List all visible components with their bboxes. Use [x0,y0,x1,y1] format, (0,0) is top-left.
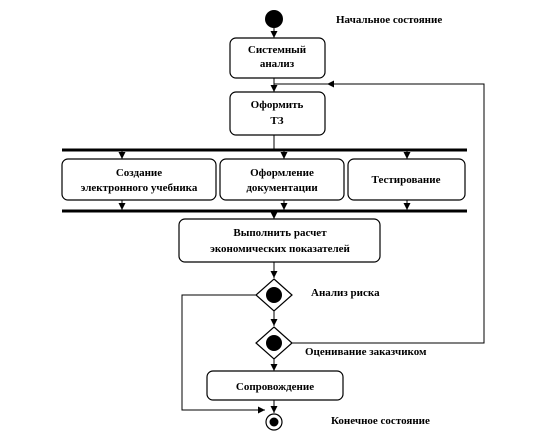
initial-state [265,10,283,28]
activity-testing: Тестирование [347,158,466,201]
label-risk: Анализ риска [311,287,380,299]
activity-economics-line1: Выполнить расчет [233,227,327,239]
flow-risk-to-end [181,294,265,414]
activity-testing-line1: Тестирование [372,174,441,186]
activity-tz-line2: ТЗ [270,115,283,127]
activity-textbook: Создание электронного учебника [61,158,217,201]
activity-documentation-line1: Оформление [250,167,314,179]
decision-risk [255,278,293,312]
label-customer: Оценивание заказчиком [305,346,427,358]
activity-system-analysis-line2: анализ [260,58,295,70]
final-state [265,413,283,431]
activity-textbook-line2: электронного учебника [81,182,198,194]
label-end: Конечное состояние [331,415,430,427]
activity-economics-line2: экономических показателей [210,243,350,255]
activity-support-line1: Сопровождение [236,381,314,393]
activity-support: Сопровождение [206,370,344,401]
activity-documentation: Оформление документации [219,158,345,201]
activity-system-analysis: Системный анализ [229,37,326,79]
activity-tz: Оформить ТЗ [229,91,326,136]
activity-textbook-line1: Создание [116,167,162,179]
activity-system-analysis-line1: Системный [248,44,307,56]
activity-tz-line1: Оформить [251,99,304,111]
decision-customer [255,326,293,360]
activity-documentation-line2: документации [246,182,318,194]
label-start: Начальное состояние [336,14,442,26]
activity-economics: Выполнить расчет экономических показател… [178,218,381,263]
